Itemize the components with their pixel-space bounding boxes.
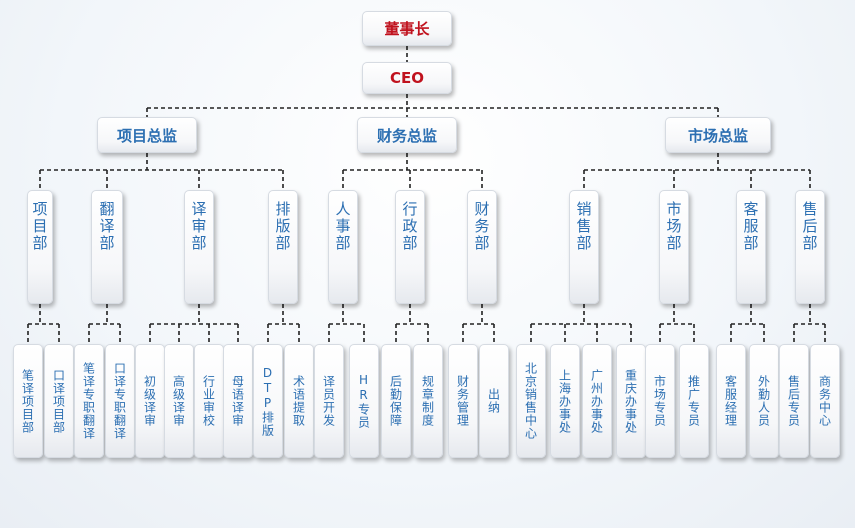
leaf-label: 行业审校 [201, 375, 216, 427]
leaf-label: 出纳 [486, 388, 501, 414]
leaf-box: 初级译审 [135, 344, 165, 458]
leaf-label: 财务管理 [455, 375, 470, 427]
leaf-box: 行业审校 [194, 344, 224, 458]
leaf-label: 规章制度 [420, 375, 435, 427]
leaf-box: 售后专员 [779, 344, 809, 458]
connector-mkt-depts [583, 153, 811, 190]
dept-box: 销售部 [569, 190, 599, 304]
leaf-label: 客服经理 [723, 375, 738, 427]
director-market-label: 市场总监 [687, 126, 748, 145]
dept-box: 财务部 [467, 190, 497, 304]
leaf-box: 笔译项目部 [13, 344, 43, 458]
leaf-box: 高级译审 [164, 344, 194, 458]
leaf-box: 口译专职翻译 [105, 344, 135, 458]
director-project-box: 项目总监 [97, 117, 197, 153]
leaf-label: 售后专员 [786, 375, 801, 427]
leaf-label: 笔译项目部 [20, 368, 35, 434]
connector-ceo-directors [146, 94, 719, 117]
leaf-box: HR专员 [349, 344, 379, 458]
leaf-box: 广州办事处 [582, 344, 612, 458]
dept-label: 翻译部 [97, 201, 116, 252]
leaf-label: 广州办事处 [589, 368, 604, 434]
dept-box: 译审部 [184, 190, 214, 304]
leaf-box: 外勤人员 [749, 344, 779, 458]
leaf-box: 市场专员 [645, 344, 675, 458]
leaf-box: DTP排版 [253, 344, 283, 458]
director-finance-label: 财务总监 [376, 126, 437, 145]
dept-box: 售后部 [795, 190, 825, 304]
leaf-label: DTP排版 [260, 365, 275, 437]
dept-box: 翻译部 [91, 190, 123, 304]
leaf-label: 市场专员 [652, 375, 667, 427]
leaf-label: 推广专员 [686, 375, 701, 427]
dept-label: 项目部 [30, 201, 49, 252]
dept-box: 项目部 [27, 190, 53, 304]
chairman-box: 董事长 [362, 11, 452, 46]
dept-box: 客服部 [736, 190, 766, 304]
leaf-label: 译员开发 [321, 375, 336, 427]
leaf-label: 口译专职翻译 [112, 362, 127, 440]
leaf-box: 出纳 [479, 344, 509, 458]
dept-label: 行政部 [400, 201, 419, 252]
leaf-label: 上海办事处 [557, 368, 572, 434]
ceo-box: CEO [362, 62, 452, 94]
dept-label: 排版部 [273, 201, 292, 252]
leaf-box: 重庆办事处 [616, 344, 646, 458]
leaf-label: 重庆办事处 [623, 368, 638, 434]
leaf-label: 术语提取 [291, 375, 306, 427]
leaf-box: 术语提取 [284, 344, 314, 458]
ceo-label: CEO [389, 69, 424, 87]
leaf-box: 北京销售中心 [516, 344, 546, 458]
dept-box: 排版部 [268, 190, 298, 304]
leaf-box: 笔译专职翻译 [74, 344, 104, 458]
leaf-label: 母语译审 [230, 375, 245, 427]
leaf-box: 推广专员 [679, 344, 709, 458]
leaf-box: 后勤保障 [381, 344, 411, 458]
director-project-label: 项目总监 [116, 126, 177, 145]
leaf-box: 口译项目部 [44, 344, 74, 458]
dept-label: 人事部 [333, 201, 352, 252]
dept-label: 销售部 [574, 201, 593, 252]
dept-label: 市场部 [664, 201, 683, 252]
dept-label: 客服部 [741, 201, 760, 252]
leaf-box: 商务中心 [810, 344, 840, 458]
leaf-label: 口译项目部 [51, 368, 66, 434]
leaf-label: 北京销售中心 [523, 362, 538, 440]
dept-label: 售后部 [800, 201, 819, 252]
dept-box: 行政部 [395, 190, 425, 304]
director-finance-box: 财务总监 [357, 117, 457, 153]
leaf-box: 译员开发 [314, 344, 344, 458]
leaf-box: 规章制度 [413, 344, 443, 458]
leaf-label: 外勤人员 [756, 375, 771, 427]
leaf-label: 高级译审 [171, 375, 186, 427]
leaf-box: 母语译审 [223, 344, 253, 458]
leaf-label: 初级译审 [142, 375, 157, 427]
director-market-box: 市场总监 [665, 117, 771, 153]
chairman-label: 董事长 [384, 20, 430, 38]
leaf-label: 笔译专职翻译 [81, 362, 96, 440]
dept-label: 财务部 [472, 201, 491, 252]
leaf-box: 客服经理 [716, 344, 746, 458]
leaf-label: 商务中心 [817, 375, 832, 427]
leaf-box: 上海办事处 [550, 344, 580, 458]
leaf-label: 后勤保障 [388, 375, 403, 427]
leaf-box: 财务管理 [448, 344, 478, 458]
connector-fin-depts [342, 153, 483, 190]
connector-proj-depts [39, 153, 284, 190]
dept-label: 译审部 [189, 201, 208, 252]
dept-box: 人事部 [328, 190, 358, 304]
dept-box: 市场部 [659, 190, 689, 304]
leaf-label: HR专员 [356, 373, 371, 429]
